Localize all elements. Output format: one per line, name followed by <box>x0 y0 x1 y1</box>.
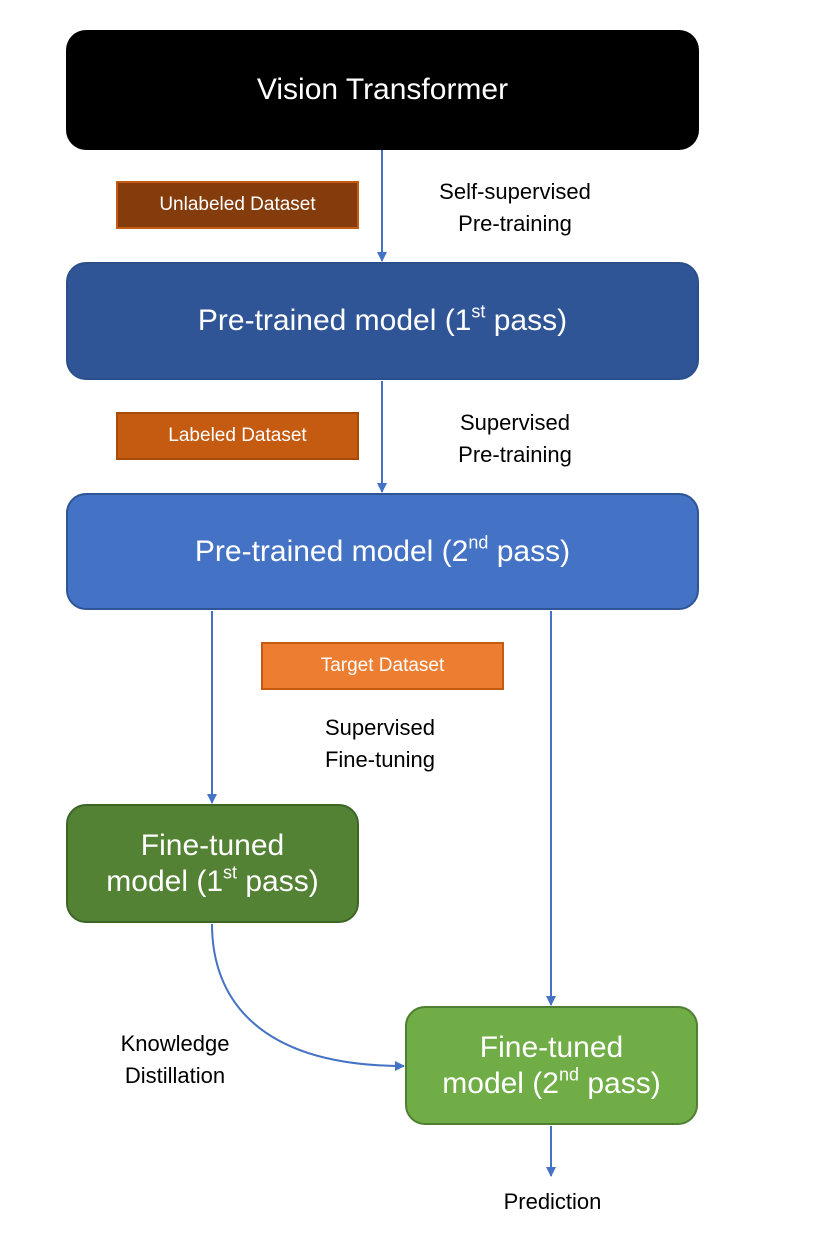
pretrained-model-2nd-pass-node: Pre-trained model (2nd pass) <box>66 493 699 610</box>
self-supervised-pretraining-label: Self-supervised Pre-training <box>439 179 591 236</box>
supervised-finetuning-label: Supervised Fine-tuning <box>324 715 436 772</box>
finetuned-model-1st-pass-node: Fine-tuned model (1st pass) <box>66 804 359 923</box>
finetuned-model-2nd-pass-label: Fine-tuned model (2nd pass) <box>442 1030 661 1100</box>
vision-transformer-label: Vision Transformer <box>256 73 509 106</box>
pretrained-model-2nd-pass-label: Pre-trained model (2nd pass) <box>194 531 571 568</box>
vision-transformer-node: Vision Transformer <box>66 30 699 150</box>
finetuned-model-2nd-pass-node: Fine-tuned model (2nd pass) <box>405 1006 698 1125</box>
labeled-dataset-tag: Labeled Dataset <box>116 412 359 460</box>
knowledge-distillation-label: Knowledge Distillation <box>120 1031 230 1088</box>
finetuned-model-1st-pass-label: Fine-tuned model (1st pass) <box>106 828 319 898</box>
prediction-label: Prediction <box>503 1189 602 1214</box>
unlabeled-dataset-tag: Unlabeled Dataset <box>116 181 359 229</box>
target-dataset-tag: Target Dataset <box>261 642 504 690</box>
pretrained-model-1st-pass-node: Pre-trained model (1st pass) <box>66 262 699 380</box>
pretrained-model-1st-pass-label: Pre-trained model (1st pass) <box>197 301 568 337</box>
supervised-pretraining-label: Supervised Pre-training <box>458 410 572 467</box>
